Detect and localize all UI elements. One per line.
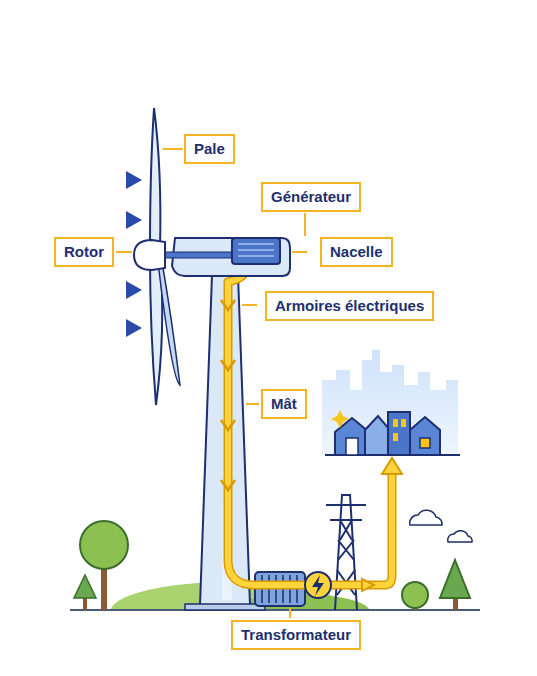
callout-box: Transformateur [231, 620, 361, 650]
window [393, 433, 398, 441]
leader-line [289, 608, 291, 618]
wind-arrow-head [126, 211, 142, 229]
leader-line [116, 251, 132, 253]
wind-arrow-head [126, 281, 142, 299]
window [420, 438, 430, 448]
blade [158, 262, 180, 385]
power-pylon [326, 495, 366, 610]
lightning-bolt [312, 575, 324, 596]
callout-label: Armoires électriques [275, 297, 424, 315]
callout-label: Transformateur [241, 626, 351, 644]
ground-line [70, 609, 480, 611]
door [346, 438, 358, 455]
ground-mask [0, 610, 537, 676]
leader-line [304, 213, 306, 236]
house [365, 416, 390, 455]
rotor-hub [134, 240, 165, 270]
trees [74, 521, 470, 610]
wind-arrow [80, 325, 128, 332]
tree-crown [402, 582, 428, 608]
skyline [322, 350, 458, 455]
callout-label: Rotor [64, 243, 104, 261]
cloud [448, 531, 472, 542]
callout-box: Mât [261, 389, 307, 419]
wind-arrow [80, 177, 128, 184]
rotor-group [134, 108, 180, 405]
sparkle [331, 410, 349, 428]
wind-arrow [80, 287, 128, 294]
callout-box: Nacelle [320, 237, 393, 267]
window [393, 419, 398, 427]
generator [232, 238, 280, 264]
callout-label: Pale [194, 140, 225, 158]
window [401, 419, 406, 427]
callout-box: Rotor [54, 237, 114, 267]
house [410, 417, 440, 455]
wind-arrow-head [126, 171, 142, 189]
power-arrow-head [362, 579, 374, 591]
callout-box: Pale [184, 134, 235, 164]
callout-label: Nacelle [330, 243, 383, 261]
tree-crown [440, 560, 470, 598]
flow-chevrons [221, 300, 235, 490]
power-symbol [305, 572, 331, 598]
pylon-frame [335, 495, 357, 610]
leader-lines [116, 149, 307, 618]
city [322, 350, 460, 455]
clouds [410, 510, 472, 542]
power-arrow-head [382, 458, 402, 474]
blade [150, 108, 160, 248]
callout-box: Générateur [261, 182, 361, 212]
tree-crown [80, 521, 128, 569]
callout-label: Mât [271, 395, 297, 413]
wind-arrow-head [126, 319, 142, 337]
pylon-arms [326, 505, 366, 520]
callout-label: Générateur [271, 188, 351, 206]
leader-line [242, 304, 257, 306]
tower-base [185, 604, 265, 610]
leader-line [292, 251, 307, 253]
leader-line [246, 403, 259, 405]
generator-windings [238, 244, 274, 256]
building [388, 412, 410, 455]
leader-line [163, 148, 183, 150]
nacelle-group [158, 238, 290, 276]
tree-crown [74, 575, 96, 598]
cloud [410, 510, 442, 525]
callout-box: Armoires électriques [265, 291, 434, 321]
wind-arrow [80, 217, 128, 224]
